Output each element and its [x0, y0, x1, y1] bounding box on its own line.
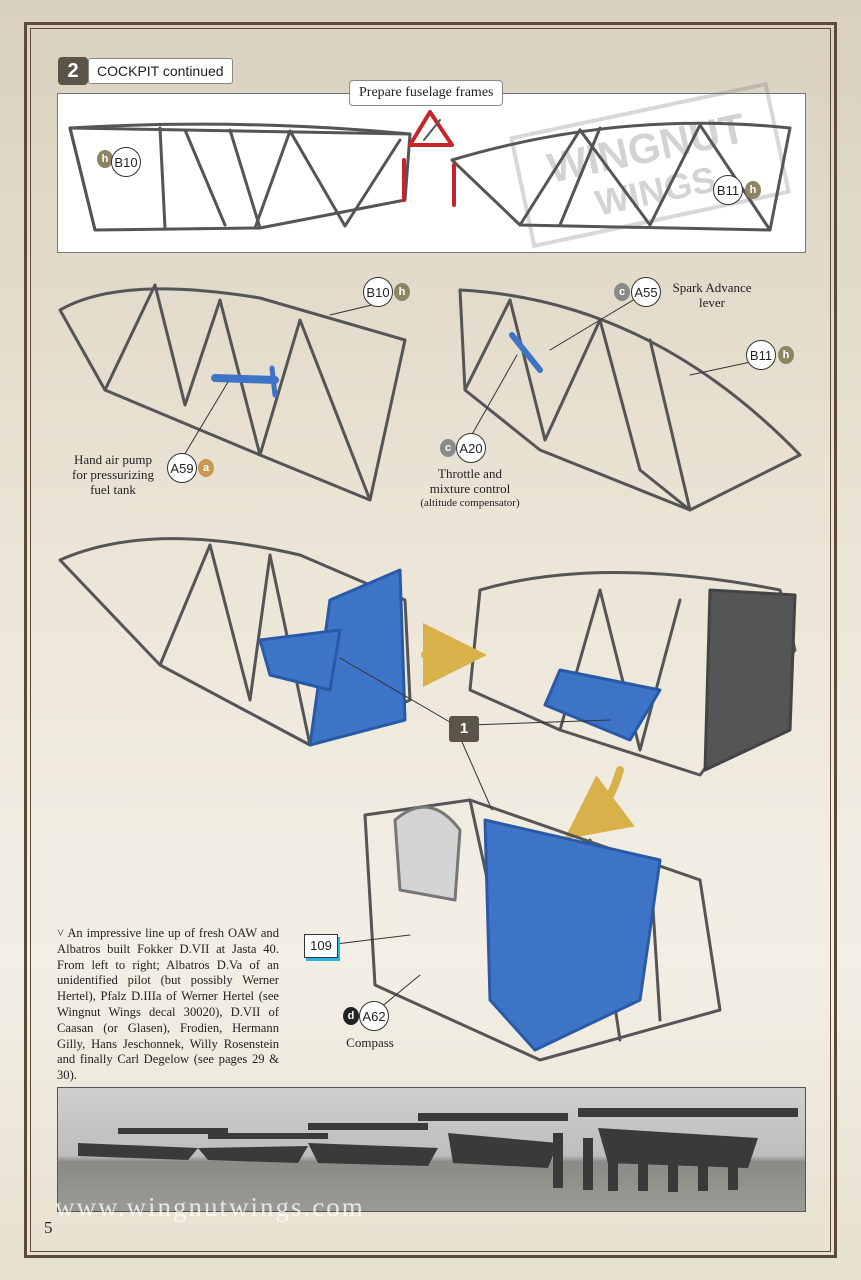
page-border-inner [30, 28, 831, 1252]
callout-a62: A62 [359, 1001, 389, 1031]
callout-a59: A59 [167, 453, 197, 483]
photo-caption: ˅ An impressive line up of fresh OAW and… [57, 926, 279, 1083]
paint-c-drop: c [440, 439, 456, 457]
callout-a20: A20 [456, 433, 486, 463]
frame-b10-flat [68, 122, 412, 232]
panel-title: Prepare fuselage frames [349, 80, 504, 106]
paint-h-drop: h [778, 346, 794, 364]
step-number: 2 [58, 57, 88, 85]
label-compass: Compass [346, 1035, 394, 1050]
website-url[interactable]: www.wingnutwings.com [55, 1192, 365, 1222]
step-title: COCKPIT continued [88, 58, 233, 84]
page-border-outer [24, 22, 837, 1258]
callout-b10-top: B10 [111, 147, 141, 177]
paint-d-drop: d [343, 1007, 359, 1025]
photo-aircraft-lineup [78, 1108, 798, 1192]
page-number: 5 [44, 1218, 53, 1237]
paint-h-drop: h [97, 150, 113, 168]
cockpit-assembly-left [58, 537, 412, 747]
historic-photo [57, 1087, 806, 1212]
callout-a55: A55 [631, 277, 661, 307]
paint-h-drop: h [394, 283, 410, 301]
sub-assembly-ref: 1 [449, 716, 479, 742]
frame-b11-flat [450, 121, 792, 232]
decal-ref-109: 109 [304, 934, 338, 958]
paint-h-drop: h [745, 181, 761, 199]
callout-b11: B11 [746, 340, 776, 370]
callout-b11-top: B11 [713, 175, 743, 205]
callout-b10: B10 [363, 277, 393, 307]
frame-b11-3d [458, 288, 802, 512]
paint-a-drop: a [198, 459, 214, 477]
paint-c-drop: c [614, 283, 630, 301]
